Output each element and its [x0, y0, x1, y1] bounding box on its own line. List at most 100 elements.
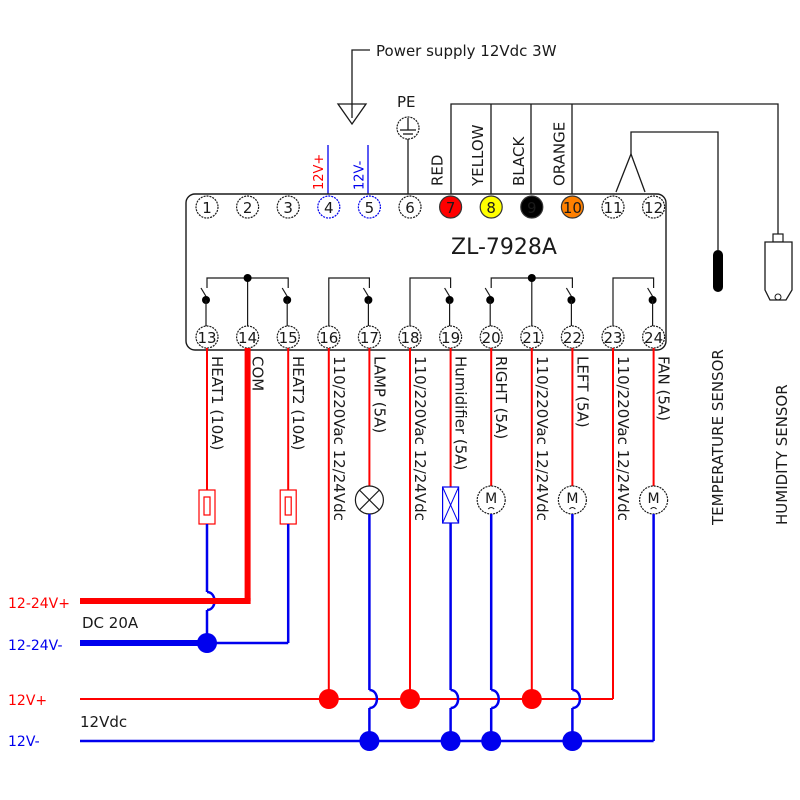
- terminal-label: BLACK: [510, 136, 528, 186]
- terminal-7: [439, 195, 463, 219]
- motor-tilde: [650, 507, 657, 510]
- terminal-number: 15: [279, 329, 298, 347]
- output-label: COM: [249, 356, 267, 391]
- terminal-2: [236, 195, 260, 219]
- terminal-11: [601, 195, 625, 219]
- output-label: 110/220Vac 12/24Vdc: [533, 356, 551, 521]
- motor-symbol: M: [485, 491, 497, 507]
- terminal-label: RED: [429, 155, 447, 186]
- dc-positive-label: 12-24V+: [8, 596, 70, 612]
- terminal-16: [317, 325, 341, 349]
- junction-dot: [359, 731, 380, 751]
- humidity-sensor-label: HUMIDITY SENSOR: [773, 384, 791, 525]
- model-label: ZL-7928A: [451, 235, 557, 260]
- dc-negative-wire-thick: [80, 640, 207, 646]
- v12-rating-label: 12Vdc: [80, 713, 127, 731]
- junction-dot: [562, 731, 583, 751]
- motor-tilde: [569, 507, 576, 510]
- terminal-number: 7: [446, 199, 456, 217]
- output-label: HEAT1 (10A): [208, 356, 226, 450]
- temperature-probe-icon: [713, 250, 723, 292]
- terminal-5: [357, 195, 381, 219]
- dc-negative-label: 12-24V-: [8, 638, 63, 654]
- output-label: 110/220Vac 12/24Vdc: [411, 356, 429, 521]
- power-supply-indicator: Power supply 12Vdc 3W: [336, 42, 557, 126]
- heater-element: [284, 496, 292, 516]
- terminal-6: [398, 195, 422, 219]
- terminal-19: [439, 325, 463, 349]
- junction-dot: [527, 274, 536, 282]
- terminal-12: [641, 195, 666, 219]
- terminal-15: [276, 325, 300, 349]
- output-label: HEAT2 (10A): [289, 356, 307, 450]
- pe-label: PE: [397, 93, 416, 111]
- motor-symbol: M: [566, 491, 578, 507]
- output-label: 110/220Vac 12/24Vdc: [614, 356, 632, 521]
- terminal-number: 8: [486, 199, 496, 217]
- humidifier-cross: [442, 486, 460, 524]
- terminal-number: 5: [365, 199, 375, 217]
- terminal-number: 16: [319, 329, 338, 347]
- terminal-9: [520, 195, 544, 219]
- power-supply-label: Power supply 12Vdc 3W: [376, 42, 557, 60]
- terminal-number: 4: [324, 199, 334, 217]
- terminal-label: ORANGE: [550, 122, 568, 186]
- terminal-number: 19: [441, 329, 460, 347]
- output-label: RIGHT (5A): [492, 356, 510, 439]
- terminal-14: [236, 325, 260, 349]
- terminal-number: 2: [243, 199, 253, 217]
- terminal-number: 17: [360, 329, 379, 347]
- terminal-number: 13: [197, 329, 216, 347]
- relay-bus: [409, 277, 452, 326]
- v12-positive-label: 12V+: [8, 693, 47, 709]
- humidity-probe-icon: [764, 233, 793, 301]
- terminal-8: [479, 195, 503, 219]
- terminal-20: [479, 325, 503, 349]
- terminal-number: 21: [522, 329, 541, 347]
- temperature-sensor-label: TEMPERATURE SENSOR: [709, 349, 727, 526]
- output-label: FAN (5A): [655, 356, 673, 421]
- terminal-number: 14: [238, 329, 257, 347]
- junction-dot: [318, 689, 339, 709]
- terminal-10: [560, 195, 585, 219]
- relay-bus: [612, 277, 655, 326]
- heater-element: [203, 496, 211, 516]
- terminal-17: [357, 325, 381, 349]
- terminal-number: 24: [644, 329, 663, 347]
- terminal-number: 18: [400, 329, 419, 347]
- temperature-sensor-cable: [615, 131, 719, 250]
- terminal-1: [195, 195, 219, 219]
- terminal-number: 12: [644, 199, 663, 217]
- junction-dot: [521, 689, 542, 709]
- motor-symbol: M: [648, 491, 660, 507]
- humidity-sensor-cable: [450, 103, 779, 236]
- lamp-cross: [358, 489, 380, 511]
- motor-tilde: [487, 507, 495, 510]
- terminal-13: [195, 325, 219, 349]
- terminal-number: 1: [202, 199, 212, 217]
- terminal-4: [317, 195, 341, 219]
- wire-crossover: [490, 688, 500, 710]
- v12-negative-label: 12V-: [8, 734, 40, 750]
- junction-dot: [400, 689, 420, 709]
- terminal-number: 9: [527, 199, 537, 217]
- terminal-number: 20: [482, 329, 501, 347]
- wire-crossover: [572, 688, 582, 710]
- relay-bus: [328, 277, 370, 326]
- pe-ground: PE: [396, 93, 420, 196]
- terminal-label: YELLOW: [469, 124, 487, 187]
- terminal-number: 3: [283, 199, 293, 217]
- terminal-3: [276, 195, 300, 219]
- terminal-18: [398, 325, 422, 349]
- controller-body: [185, 193, 667, 351]
- terminal-23: [601, 325, 625, 349]
- wire-crossover: [450, 688, 460, 710]
- output-label: LEFT (5A): [573, 356, 591, 428]
- terminal-22: [560, 325, 585, 349]
- dc-rating-label: DC 20A: [82, 614, 139, 632]
- terminal-24: [641, 325, 666, 349]
